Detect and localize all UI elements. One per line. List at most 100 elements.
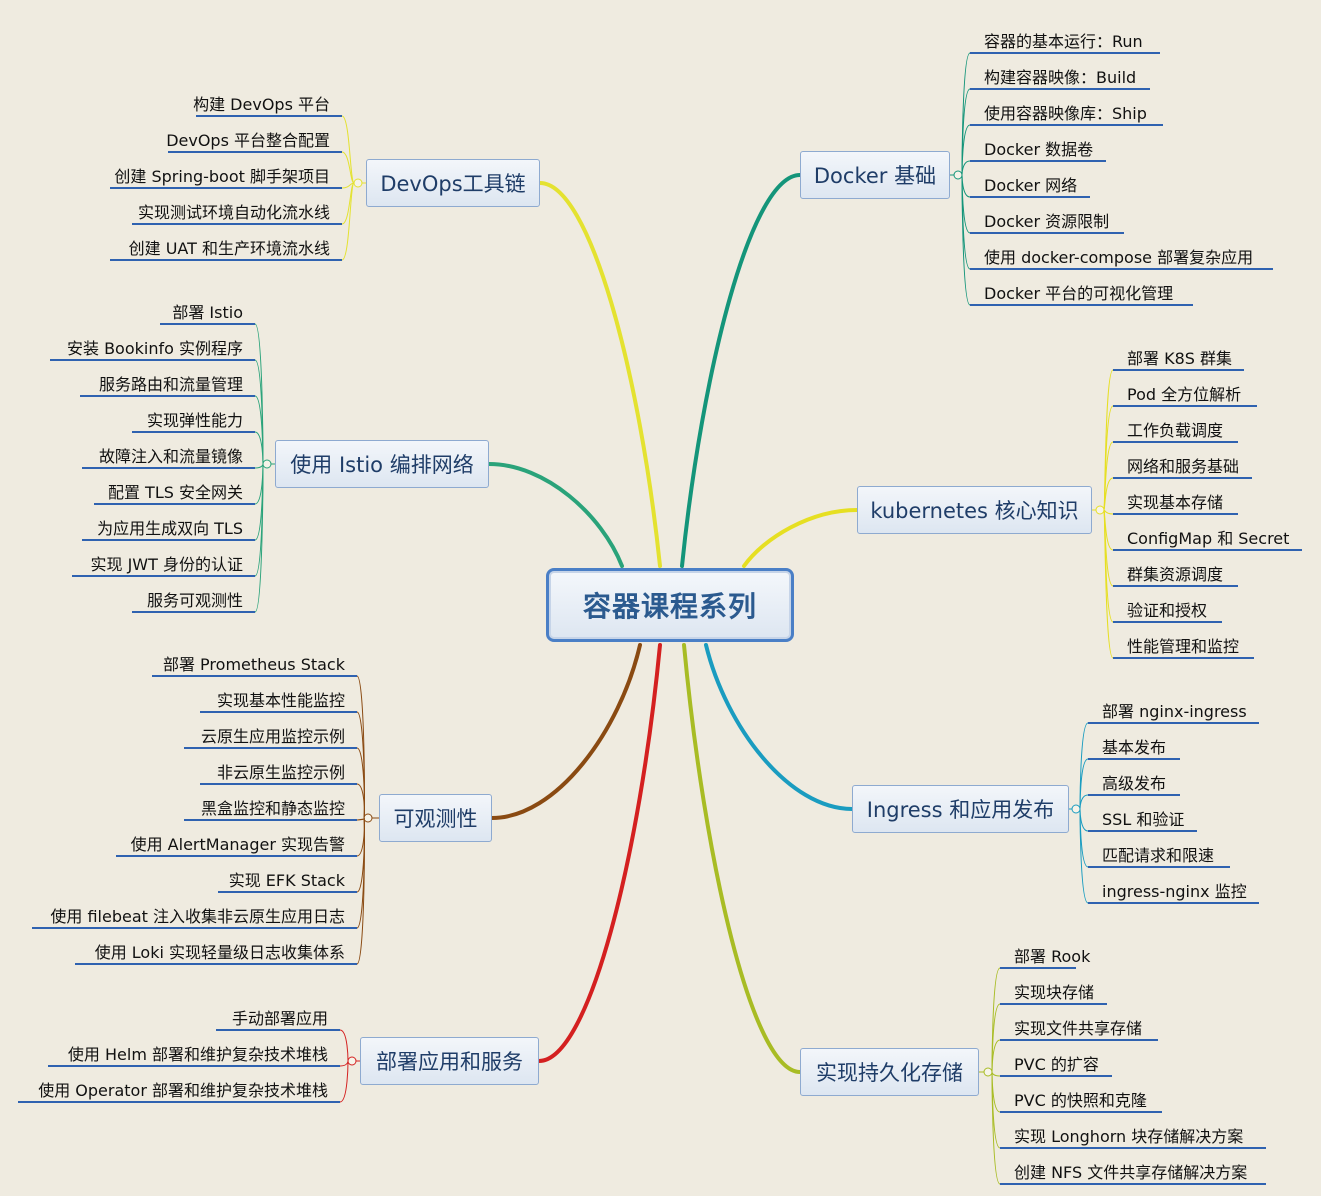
branch-curve-docker — [961, 174, 971, 306]
subtopic-ingress-item[interactable]: 匹配请求和限速 — [1102, 846, 1215, 865]
branch-curve-observe — [356, 817, 365, 965]
subtopic-istio-item[interactable]: 实现弹性能力 — [146, 411, 243, 430]
subtopic-observe-item[interactable]: 使用 filebeat 注入收集非云原生应用日志 — [50, 907, 345, 926]
subtopic-devops-item[interactable]: 实现测试环境自动化流水线 — [137, 203, 330, 222]
subtopic-observe-item[interactable]: 使用 AlertManager 实现告警 — [130, 835, 345, 854]
subtopic-docker-item[interactable]: Docker 平台的可视化管理 — [984, 284, 1174, 303]
subtopic-docker-item[interactable]: 使用容器映像库：Ship — [984, 104, 1147, 123]
subtopic-observe-item[interactable]: 部署 Prometheus Stack — [162, 655, 345, 674]
branch-curve-istio — [254, 323, 264, 465]
subtopic-docker-item[interactable]: 构建容器映像：Build — [984, 68, 1137, 87]
connector-observe — [490, 643, 642, 820]
topic-kubernetes-core[interactable]: kubernetes 核心知识 — [857, 486, 1092, 534]
subtopic-istio-item[interactable]: 为应用生成双向 TLS — [97, 519, 243, 538]
subtopic-storage-item[interactable]: PVC 的快照和克隆 — [1014, 1091, 1147, 1110]
subtopic-istio-item[interactable]: 配置 TLS 安全网关 — [107, 483, 243, 502]
subtopic-storage-item[interactable]: 实现块存储 — [1014, 983, 1095, 1002]
subtopic-storage-item[interactable]: 实现 Longhorn 块存储解决方案 — [1014, 1127, 1244, 1146]
subtopic-istio-item[interactable]: 部署 Istio — [172, 303, 243, 322]
subtopic-k8s-item[interactable]: 工作负载调度 — [1127, 421, 1224, 440]
subtopic-deploy-item[interactable]: 使用 Helm 部署和维护复杂技术堆栈 — [67, 1045, 328, 1064]
connector-istio — [487, 462, 624, 568]
subtopic-storage-item[interactable]: 实现文件共享存储 — [1014, 1019, 1143, 1038]
branch-curve-storage — [991, 1071, 1001, 1185]
joint-deploy — [347, 1056, 357, 1066]
subtopic-devops-item[interactable]: 创建 Spring-boot 脚手架项目 — [114, 167, 330, 186]
branch-curve-k8s — [1103, 477, 1114, 511]
branch-curve-ingress — [1079, 808, 1089, 904]
topic-persistent-storage[interactable]: 实现持久化存储 — [800, 1048, 979, 1096]
subtopic-docker-item[interactable]: 使用 docker-compose 部署复杂应用 — [984, 248, 1254, 267]
subtopic-ingress-item[interactable]: 部署 nginx-ingress — [1102, 702, 1247, 721]
subtopic-k8s-item[interactable]: Pod 全方位解析 — [1127, 385, 1242, 404]
subtopic-storage-item[interactable]: PVC 的扩容 — [1014, 1055, 1099, 1074]
topic-devops-toolchain[interactable]: DevOps工具链 — [366, 159, 540, 207]
subtopic-k8s-item[interactable]: ConfigMap 和 Secret — [1127, 529, 1290, 548]
branch-curve-devops — [341, 182, 355, 189]
subtopic-ingress-item[interactable]: 高级发布 — [1102, 774, 1167, 793]
branch-curve-ingress — [1079, 808, 1089, 832]
subtopic-devops-item[interactable]: 构建 DevOps 平台 — [193, 95, 330, 114]
subtopic-istio-item[interactable]: 故障注入和流量镜像 — [98, 447, 243, 466]
joint-istio — [262, 459, 272, 469]
connector-ingress — [704, 643, 854, 811]
subtopic-docker-item[interactable]: Docker 网络 — [984, 176, 1078, 195]
subtopic-ingress-item[interactable]: SSL 和验证 — [1102, 810, 1185, 829]
connector-docker — [680, 173, 802, 568]
subtopic-observe-item[interactable]: 非云原生监控示例 — [216, 763, 345, 782]
subtopic-istio-item[interactable]: 服务可观测性 — [146, 591, 243, 610]
connector-storage — [682, 643, 802, 1074]
topic-istio-network[interactable]: 使用 Istio 编排网络 — [275, 440, 489, 488]
branch-curve-deploy — [339, 1029, 349, 1062]
subtopic-docker-item[interactable]: Docker 资源限制 — [984, 212, 1110, 231]
branch-curve-ingress — [1079, 794, 1089, 810]
subtopic-ingress-item[interactable]: ingress-nginx 监控 — [1102, 882, 1247, 901]
joint-ingress — [1071, 804, 1081, 814]
branch-curve-storage — [991, 1039, 1001, 1073]
subtopic-istio-item[interactable]: 实现 JWT 身份的认证 — [90, 555, 244, 574]
branch-curve-devops — [341, 115, 355, 184]
subtopic-k8s-item[interactable]: 群集资源调度 — [1127, 565, 1224, 584]
subtopic-k8s-item[interactable]: 验证和授权 — [1127, 601, 1208, 620]
joint-devops — [353, 178, 363, 188]
subtopic-docker-item[interactable]: 容器的基本运行：Run — [984, 32, 1143, 51]
subtopic-ingress-item[interactable]: 基本发布 — [1102, 738, 1167, 757]
branch-curve-k8s — [1103, 509, 1114, 515]
subtopic-storage-item[interactable]: 部署 Rook — [1014, 947, 1091, 966]
subtopic-k8s-item[interactable]: 性能管理和监控 — [1127, 637, 1240, 656]
branch-curve-docker — [961, 174, 971, 198]
branch-curve-deploy — [339, 1060, 349, 1067]
subtopic-devops-item[interactable]: 创建 UAT 和生产环境流水线 — [128, 239, 330, 258]
subtopic-observe-item[interactable]: 黑盒监控和静态监控 — [200, 799, 345, 818]
topic-ingress-release[interactable]: Ingress 和应用发布 — [852, 785, 1069, 833]
topic-deploy-apps[interactable]: 部署应用和服务 — [360, 1037, 539, 1085]
subtopic-observe-item[interactable]: 使用 Loki 实现轻量级日志收集体系 — [94, 943, 345, 962]
topic-docker-basics[interactable]: Docker 基础 — [800, 151, 950, 199]
subtopic-observe-item[interactable]: 云原生应用监控示例 — [200, 727, 345, 746]
connector-k8s — [742, 508, 859, 568]
subtopic-deploy-item[interactable]: 使用 Operator 部署和维护复杂技术堆栈 — [38, 1081, 328, 1100]
subtopic-storage-item[interactable]: 创建 NFS 文件共享存储解决方案 — [1014, 1163, 1248, 1182]
branch-curve-istio — [254, 463, 264, 469]
branch-curve-deploy — [339, 1060, 349, 1103]
subtopic-observe-item[interactable]: 实现 EFK Stack — [228, 871, 345, 890]
branch-curve-observe — [356, 783, 365, 819]
branch-curve-observe — [356, 817, 365, 857]
subtopic-deploy-item[interactable]: 手动部署应用 — [231, 1009, 328, 1028]
joint-observe — [363, 813, 373, 823]
subtopic-k8s-item[interactable]: 网络和服务基础 — [1127, 457, 1240, 476]
subtopic-devops-item[interactable]: DevOps 平台整合配置 — [166, 131, 330, 150]
subtopic-k8s-item[interactable]: 部署 K8S 群集 — [1127, 349, 1233, 368]
branch-curve-docker — [961, 52, 971, 176]
connector-deploy — [537, 643, 662, 1063]
subtopic-observe-item[interactable]: 实现基本性能监控 — [216, 691, 345, 710]
subtopic-docker-item[interactable]: Docker 数据卷 — [984, 140, 1094, 159]
subtopic-k8s-item[interactable]: 实现基本存储 — [1127, 493, 1224, 512]
subtopic-istio-item[interactable]: 安装 Bookinfo 实例程序 — [66, 339, 243, 358]
joint-docker — [953, 170, 963, 180]
topic-observability[interactable]: 可观测性 — [379, 794, 492, 842]
subtopic-istio-item[interactable]: 服务路由和流量管理 — [98, 375, 243, 394]
central-topic[interactable]: 容器课程系列 — [546, 568, 794, 642]
